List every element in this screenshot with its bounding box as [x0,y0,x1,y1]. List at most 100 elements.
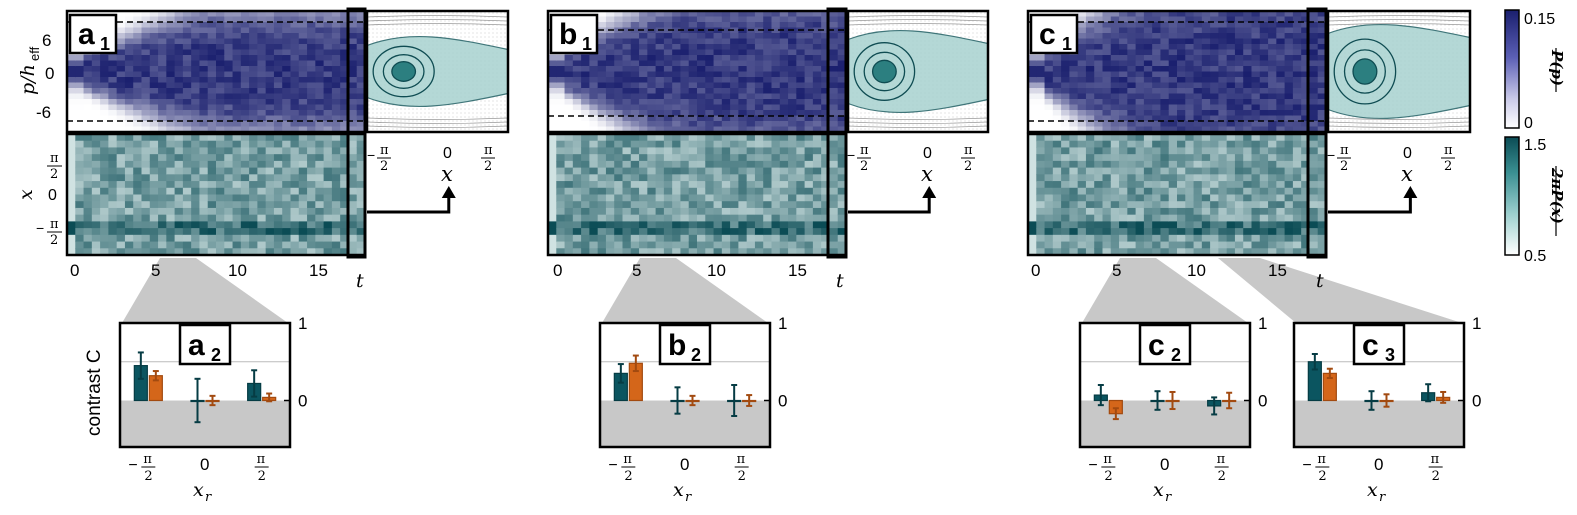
x-heatmap-cell [348,207,358,216]
x-heatmap-cell [1276,187,1286,196]
x-heatmap-cell [1077,160,1087,169]
x-heatmap-cell [1135,140,1145,149]
p-heatmap-cell [1226,82,1236,89]
x-heatmap-cell [639,221,648,229]
p-heatmap-cell [240,60,250,67]
x-heatmap-cell [298,214,308,222]
p-heatmap-cell [67,110,76,117]
x-heatmap-cell [812,167,822,175]
x-heatmap-cell [141,174,151,182]
p-heatmap-cell [647,88,657,95]
x-heatmap-cell [232,221,242,229]
p-heatmap-cell [589,104,599,111]
p-heatmap-cell [124,27,134,34]
x-heatmap-cell [116,154,126,162]
p-heatmap-cell [282,38,292,45]
p-heatmap-cell [763,93,773,100]
x-heatmap-cell [240,228,250,236]
x-heatmap-cell [837,154,847,162]
p-heatmap-cell [630,77,640,84]
xr-axis-label: x [193,479,204,501]
x-heatmap-cell [116,228,126,236]
phase-space-frame [846,9,990,134]
p-heatmap-cell [100,82,109,89]
p-heatmap-cell [1077,44,1087,51]
phase-tick-num: π [860,143,869,158]
p-heatmap-cell [298,66,308,73]
x-heatmap-cell [614,201,624,209]
p-heatmap-cell [730,110,739,117]
p-heatmap-cell [779,55,789,62]
p-heatmap-cell [1301,82,1311,89]
x-heatmap-cell [249,154,258,162]
p-heatmap-cell [837,33,847,40]
p-heatmap-cell [1102,27,1112,34]
p-heatmap-cell [149,44,159,51]
p-heatmap-cell [240,121,250,128]
p-heatmap-cell [647,126,657,133]
p-heatmap-cell [1284,33,1294,40]
p-heatmap-cell [779,33,789,40]
x-heatmap-cell [1168,147,1178,155]
x-heatmap-cell [804,214,814,222]
x-heatmap-cell [216,241,225,249]
p-heatmap-cell [124,88,134,95]
p-heatmap-cell [1301,77,1311,84]
p-heatmap-cell [1193,88,1203,95]
p-heatmap-cell [216,11,225,18]
p-heatmap-cell [1292,88,1302,95]
x-heatmap-cell [273,194,283,202]
x-heatmap-cell [564,174,574,182]
x-heatmap-cell [821,140,831,149]
p-heatmap-cell [224,66,234,73]
p-heatmap-cell [1234,66,1244,73]
x-heatmap-cell [108,160,118,169]
x-heatmap-cell [1218,207,1228,216]
p-heatmap-cell [804,71,814,78]
x-heatmap-cell [672,174,682,182]
p-heatmap-cell [1119,60,1128,67]
p-heatmap-cell [158,66,167,73]
x-heatmap-cell [1276,174,1286,182]
p-heatmap-cell [1110,66,1120,73]
x-heatmap-cell [639,234,648,243]
x-heatmap-cell [1177,154,1186,162]
phase-space-orbit [1327,19,1471,22]
p-heatmap-cell [730,16,739,23]
x-heatmap-cell [647,234,657,243]
p-heatmap-cell [1135,104,1145,111]
p-heatmap-cell [1085,11,1095,18]
x-heatmap-cell [705,147,715,155]
x-heatmap-cell [75,248,85,256]
x-heatmap-cell [1135,181,1145,189]
colorbar-top-min: 0 [1524,115,1533,132]
p-heatmap-cell [257,11,267,18]
p-heatmap-cell [1201,44,1211,51]
x-heatmap-cell [837,214,847,222]
p-heatmap-cell [265,66,275,73]
x-heatmap-cell [149,194,159,202]
x-heatmap-cell [108,167,118,175]
p-heatmap-cell [1069,60,1079,67]
x-heatmap-cell [680,234,690,243]
x-heatmap-cell [1028,160,1037,169]
x-heatmap-cell [548,187,557,196]
p-heatmap-cell [754,126,764,133]
p-heatmap-cell [331,104,341,111]
p-heatmap-cell [182,66,192,73]
p-heatmap-cell [298,27,308,34]
x-heatmap-cell [216,154,225,162]
p-heatmap-cell [837,16,847,23]
x-heatmap-cell [697,160,706,169]
x-heatmap-cell [298,221,308,229]
p-heatmap-cell [1143,27,1153,34]
p-heatmap-cell [282,49,292,56]
x-heatmap-cell [630,201,640,209]
x-heatmap-cell [116,194,126,202]
p-heatmap-cell [1085,110,1095,117]
x-heatmap-cell [779,194,789,202]
p-heatmap-cell [273,115,283,122]
p-heatmap-cell [763,88,773,95]
p-heatmap-cell [556,121,566,128]
p-heatmap-cell [639,115,648,122]
